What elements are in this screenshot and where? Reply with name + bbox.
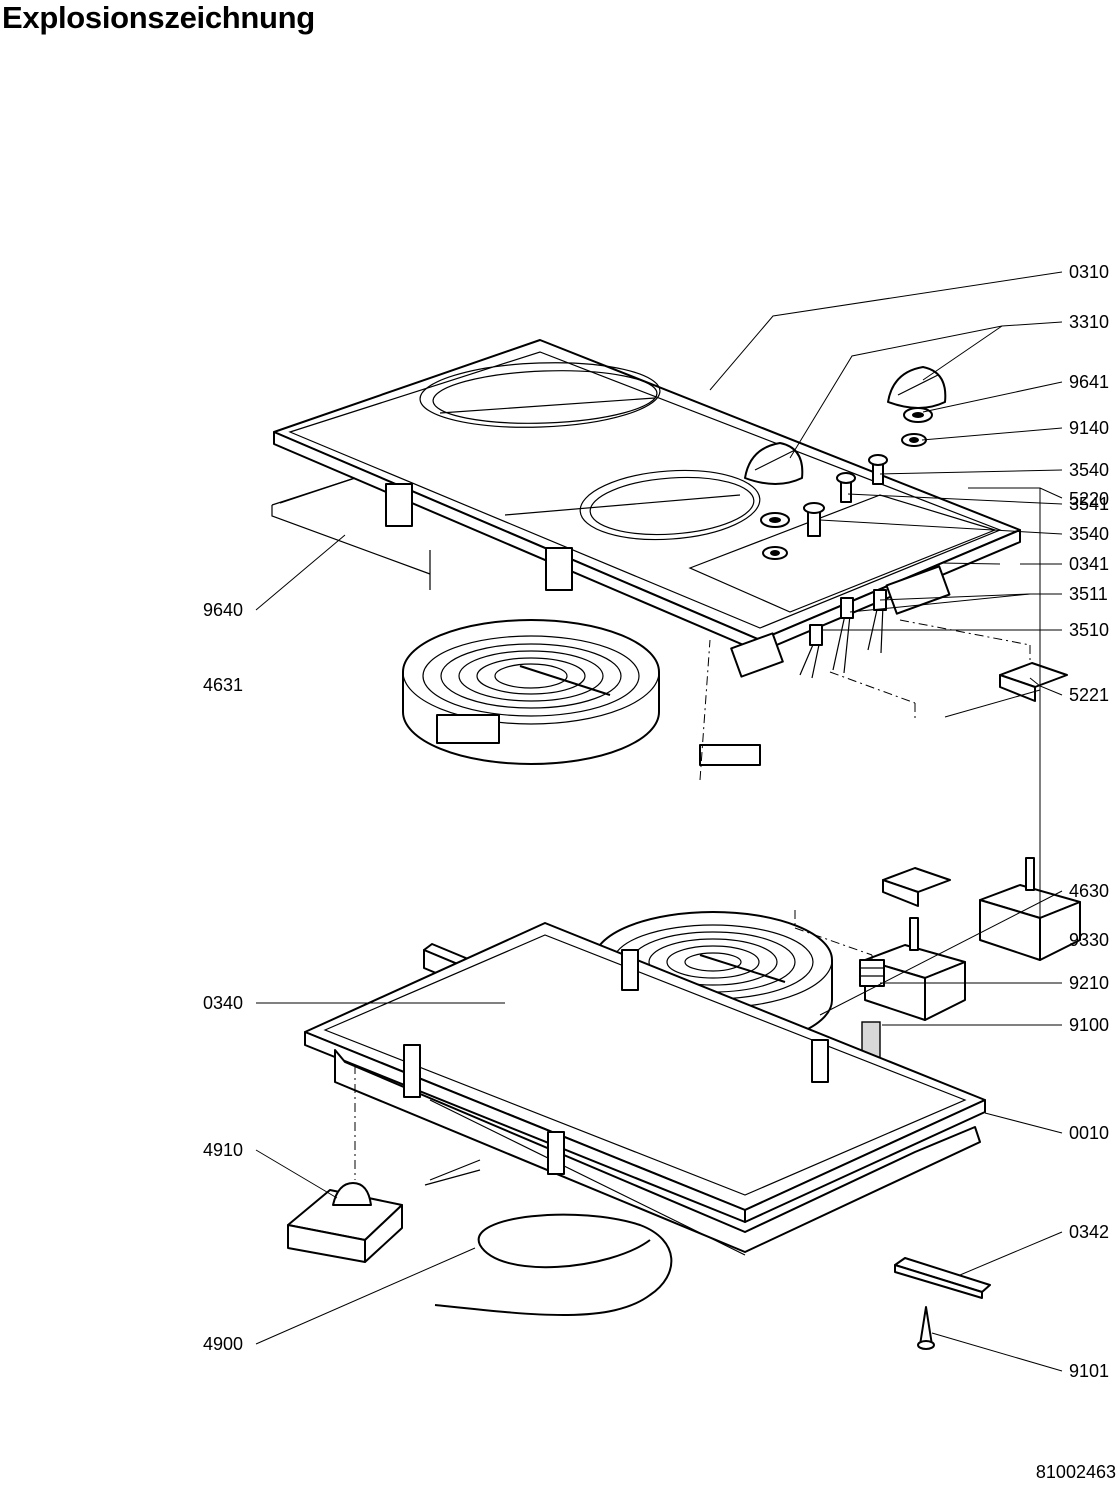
radiant-heater-rear (402, 619, 660, 765)
seal-frame (271, 477, 431, 590)
label-3511: 3511 (1069, 584, 1108, 604)
label-9641: 9641 (1069, 372, 1109, 392)
washers-bushings (760, 407, 933, 560)
energy-regulators (864, 662, 1081, 1021)
label-4631: 4631 (203, 675, 243, 695)
bottom-tray (304, 922, 986, 1256)
label-4910: 4910 (203, 1140, 243, 1160)
label-0310: 0310 (1069, 262, 1109, 282)
fixing-clip (894, 1257, 991, 1350)
label-3310: 3310 (1069, 312, 1109, 332)
label-0010: 0010 (1069, 1123, 1109, 1143)
page-title: Explosionszeichnung (2, 0, 315, 35)
label-9330: 9330 (1069, 930, 1109, 950)
label-4630: 4630 (1069, 881, 1109, 901)
label-0341: 0341 (1069, 554, 1109, 574)
mains-cable (424, 1159, 673, 1316)
label-3541: 3541 (1069, 494, 1109, 514)
terminal-block (287, 1182, 403, 1263)
label-9140: 9140 (1069, 418, 1109, 438)
label-9640: 9640 (203, 600, 243, 620)
label-9101: 9101 (1069, 1361, 1109, 1381)
label-4900: 4900 (203, 1334, 243, 1354)
label-9100: 9100 (1069, 1015, 1109, 1035)
label-0340: 0340 (203, 993, 243, 1013)
label-0342: 0342 (1069, 1222, 1109, 1242)
label-5220: 5220 (1069, 489, 1109, 509)
label-3540-upper: 3540 (1069, 460, 1109, 480)
assembly-lines (354, 619, 1031, 1180)
part-number-labels: 0310 3310 9641 9140 3540 3541 3540 0341 … (203, 262, 1109, 1381)
label-3510: 3510 (1069, 620, 1109, 640)
label-9210: 9210 (1069, 973, 1109, 993)
label-3540-lower: 3540 (1069, 524, 1109, 544)
label-5221: 5221 (1069, 685, 1109, 705)
leader-lines (255, 271, 1063, 1372)
ceramic-hob-top (273, 339, 1021, 678)
control-knobs (744, 366, 947, 485)
document-number: 81002463 (1035, 1462, 1116, 1482)
